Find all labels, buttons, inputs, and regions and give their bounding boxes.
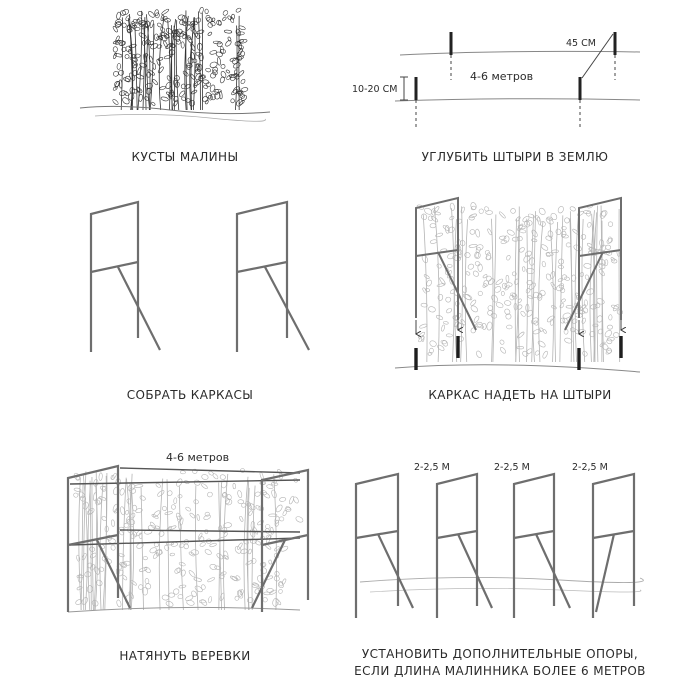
caption-bushes: КУСТЫ МАЛИНЫ (131, 150, 239, 164)
near-ground-line (394, 98, 641, 102)
panel-2-pins (394, 32, 641, 128)
support-frame (591, 472, 636, 618)
support-frame (354, 472, 414, 618)
span-label: 4-6 метров (166, 451, 230, 464)
caption-assemble-frames: СОБРАТЬ КАРКАСЫ (126, 388, 254, 402)
frame-right (235, 200, 310, 352)
panel-5-strings (66, 464, 310, 613)
spacing-dimension-line (581, 33, 614, 79)
panel-4-frames-on-pins (394, 196, 641, 373)
caption-line-2: ЕСЛИ ДЛИНА МАЛИННИКА БОЛЕЕ 6 МЕТРОВ (354, 664, 646, 678)
frame-left (89, 200, 161, 352)
panel-1-bushes (79, 6, 271, 122)
far-ground-line (399, 50, 641, 56)
span-label: 4-6 метров (470, 70, 534, 83)
gap-label: 2-2,5 М (414, 462, 450, 473)
raspberry-bush-illustration (112, 6, 249, 111)
caption-pins: УГЛУБИТЬ ШТЫРИ В ЗЕМЛЮ (421, 150, 609, 164)
caption-stretch-strings: НАТЯНУТЬ ВЕРЕВКИ (119, 649, 251, 663)
raspberry-bush-illustration (416, 202, 623, 363)
caption-additional-supports: УСТАНОВИТЬ ДОПОЛНИТЕЛЬНЫЕ ОПОРЫ, ЕСЛИ ДЛ… (340, 646, 660, 680)
ground-line (79, 105, 271, 115)
support-frame (512, 472, 571, 618)
frame-right (578, 196, 622, 320)
support-frame (435, 472, 493, 618)
caption-line-1: УСТАНОВИТЬ ДОПОЛНИТЕЛЬНЫЕ ОПОРЫ, (361, 647, 639, 661)
frame-left (415, 196, 459, 320)
spacing-label: 45 СМ (566, 38, 596, 49)
panel-3-frames (89, 200, 310, 352)
gap-label: 2-2,5 М (572, 462, 608, 473)
caption-frames-on-pins: КАРКАС НАДЕТЬ НА ШТЫРИ (428, 388, 612, 402)
gap-label: 2-2,5 М (494, 462, 530, 473)
panel-6-additional-supports (354, 472, 644, 618)
depth-label: 10-20 СМ (352, 84, 398, 95)
